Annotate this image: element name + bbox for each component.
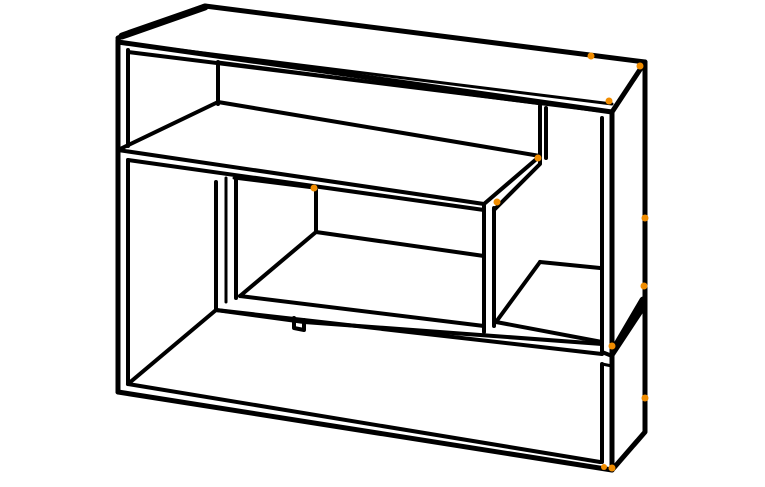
center-box-bottom-front bbox=[214, 308, 604, 356]
center-box-bottom-front2 bbox=[302, 320, 604, 346]
bottom-panel bbox=[115, 304, 647, 473]
center-box-floor-front bbox=[238, 294, 486, 328]
joint-marker bbox=[310, 184, 318, 192]
bottom-panel-front-bottom bbox=[115, 389, 615, 473]
right-compartment bbox=[494, 104, 604, 344]
center-box-back-rail bbox=[314, 230, 486, 258]
middle-shelf-front-lower bbox=[126, 158, 486, 212]
left-panel bbox=[115, 37, 130, 395]
right-compartment-shelf-back bbox=[538, 260, 602, 270]
middle-shelf bbox=[116, 100, 542, 212]
right-compartment-shelf-front bbox=[494, 320, 604, 344]
joint-marker bbox=[601, 464, 607, 470]
right-panel-back-bottom bbox=[609, 297, 648, 473]
joint-marker bbox=[587, 52, 595, 60]
center-box-floor-diag bbox=[238, 230, 318, 298]
center-box-foot bbox=[292, 316, 306, 332]
bottom-panel-back-diag bbox=[126, 308, 218, 386]
center-box bbox=[214, 176, 604, 356]
joint-marker bbox=[641, 394, 649, 402]
joint-marker bbox=[493, 198, 501, 206]
center-box-back-top bbox=[232, 176, 316, 190]
joint-marker bbox=[534, 154, 542, 162]
joint-marker bbox=[641, 214, 649, 222]
top-panel-inner-edge bbox=[130, 42, 614, 106]
right-compartment-shelf-diag bbox=[494, 260, 542, 324]
joint-marker bbox=[605, 97, 613, 105]
right-panel bbox=[600, 59, 648, 473]
top-panel bbox=[115, 3, 648, 115]
upper-back-top bbox=[216, 60, 544, 106]
joint-marker bbox=[608, 464, 616, 472]
joint-marker bbox=[636, 62, 644, 70]
bottom-panel-right-top bbox=[600, 304, 647, 358]
joint-markers bbox=[310, 52, 649, 472]
joint-marker bbox=[640, 282, 648, 290]
right-panel-back-lower bbox=[612, 296, 647, 350]
bottom-panel-front-top bbox=[126, 382, 602, 464]
joint-marker bbox=[608, 342, 616, 350]
bottom-panel-right-top2 bbox=[600, 362, 614, 368]
upper-back-divider bbox=[216, 60, 544, 106]
top-panel-thick-left bbox=[118, 3, 209, 40]
